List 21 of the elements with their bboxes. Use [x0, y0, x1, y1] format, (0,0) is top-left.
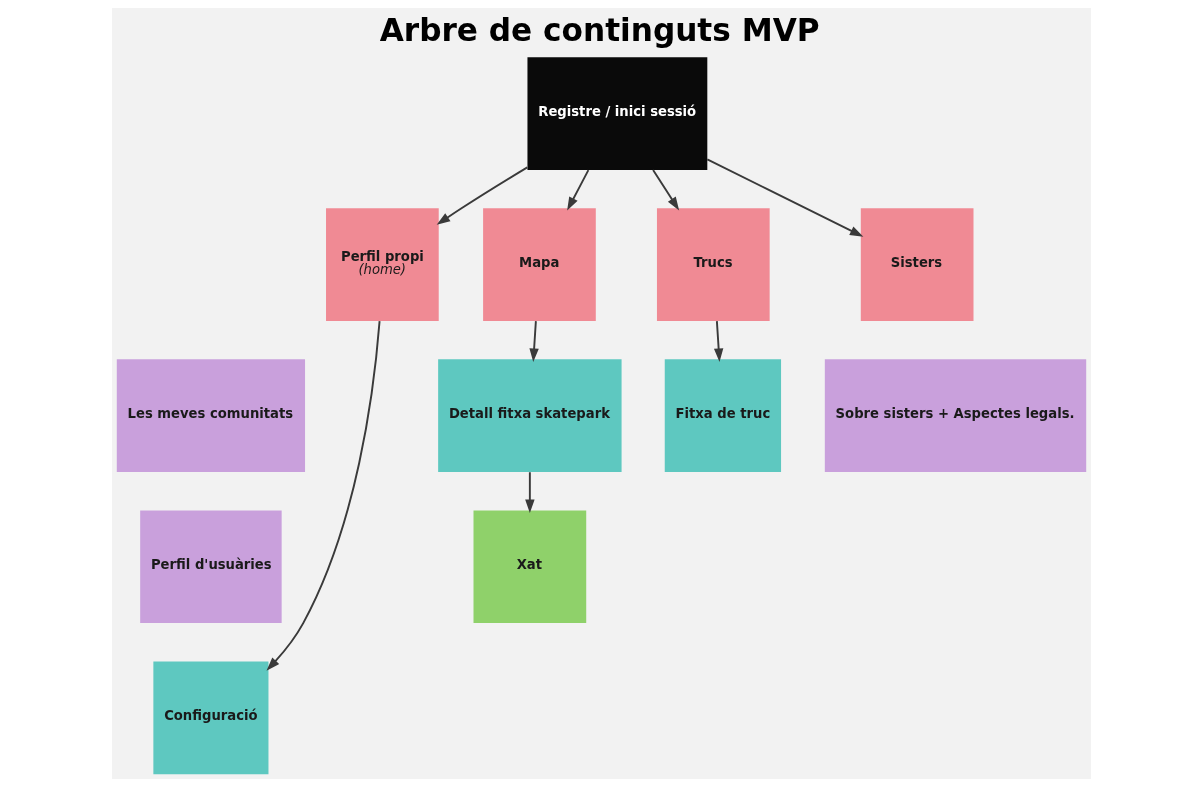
node-box: Xat	[473, 510, 587, 624]
node-box: Perfil d'usuàries	[140, 510, 282, 624]
diagram-title: Arbre de continguts MVP	[379, 12, 820, 49]
arrow	[529, 320, 539, 362]
arrow	[652, 169, 680, 211]
node-box: Mapa	[483, 208, 596, 321]
node-box: Sisters	[860, 208, 974, 321]
arrow	[266, 320, 381, 671]
arrow	[713, 320, 724, 362]
node-box: Perfil propi (home)	[326, 208, 439, 321]
arrow	[706, 158, 864, 237]
node-box: Trucs	[656, 208, 770, 321]
node-box: Registre / inici sessió	[527, 57, 708, 170]
node-box: Les meves comunitats	[116, 359, 306, 473]
node-box: Sobre sisters + Aspectes legals.	[824, 359, 1087, 473]
arrow	[525, 471, 535, 514]
node-box: Fitxa de truc	[664, 359, 782, 473]
node-box: Detall fitxa skatepark	[438, 359, 622, 473]
arrow	[436, 166, 529, 225]
node-box: Configuració	[153, 661, 269, 775]
arrow	[567, 169, 590, 211]
